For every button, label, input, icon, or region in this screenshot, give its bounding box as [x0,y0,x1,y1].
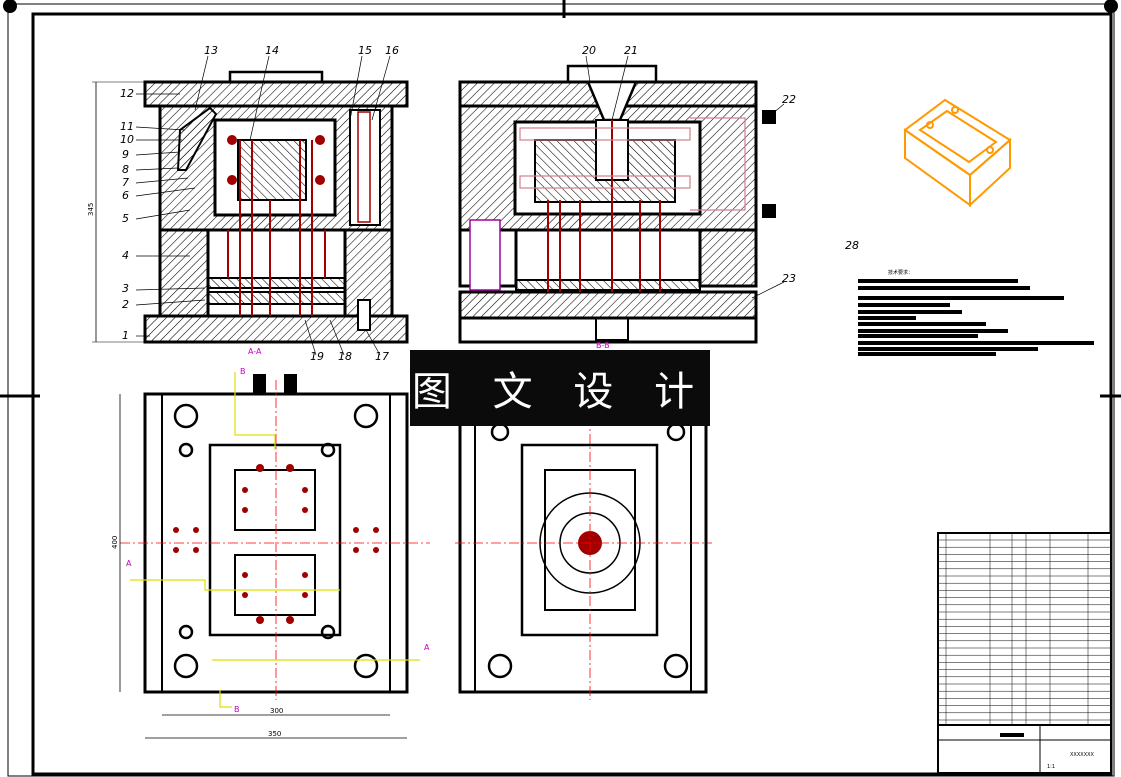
section-marker-a-right: A [424,643,430,652]
section-marker-b-bottom: B [234,705,240,714]
part-number-15: 15 [358,44,372,57]
drawing-number: XXXXXXX [1070,752,1095,758]
section-view-bb: B-B 20 21 22 23 [458,44,796,350]
part-number-8: 8 [122,163,129,176]
part-number-22: 22 [782,93,796,106]
part-number-11: 11 [120,120,134,133]
section-label-aa: A-A [248,347,262,356]
plan-view-moving-half: A A B B 400 300 350 [111,367,430,739]
watermark-banner: 图 文 设 计 [410,350,710,426]
technical-requirements: 28 技术要求： [845,239,1094,356]
part-labels-left [135,55,391,356]
part-number-7: 7 [122,176,129,189]
section-view-aa: 345 A-A [87,70,409,356]
section-label-bb: B-B [596,341,610,350]
part-number-28: 28 [845,239,859,252]
part-number-18: 18 [338,350,352,363]
part-number-16: 16 [385,44,399,57]
part-number-20: 20 [582,44,596,57]
part-number-4: 4 [122,249,129,262]
part-number-2: 2 [122,298,129,311]
plan-view-fixed-half [455,380,712,700]
part-number-21: 21 [624,44,638,57]
part-number-1: 1 [122,329,129,342]
dim-width-total: 350 [268,730,281,738]
part-number-3: 3 [122,282,129,295]
dim-height-left: 345 [87,203,95,216]
part-number-9: 9 [122,148,129,161]
part-number-23: 23 [782,272,796,285]
part-number-6: 6 [122,189,129,202]
part-number-10: 10 [120,133,134,146]
section-marker-b-top: B [240,367,246,376]
dim-width-plate: 300 [270,707,283,715]
parts-list-table: XXXXXXX 1:1 [937,532,1112,774]
scale-value: 1:1 [1047,764,1055,770]
part-number-13: 13 [204,44,218,57]
notes-title: 技术要求： [888,269,913,276]
section-marker-a-left: A [126,559,132,568]
part-number-5: 5 [122,212,129,225]
part-isometric-view [903,98,1012,208]
part-number-14: 14 [265,44,279,57]
part-number-17: 17 [375,350,389,363]
banner-text: 图 文 设 计 [411,369,709,415]
part-number-19: 19 [310,350,324,363]
dim-height-plan: 400 [111,536,119,549]
part-number-12: 12 [120,87,134,100]
